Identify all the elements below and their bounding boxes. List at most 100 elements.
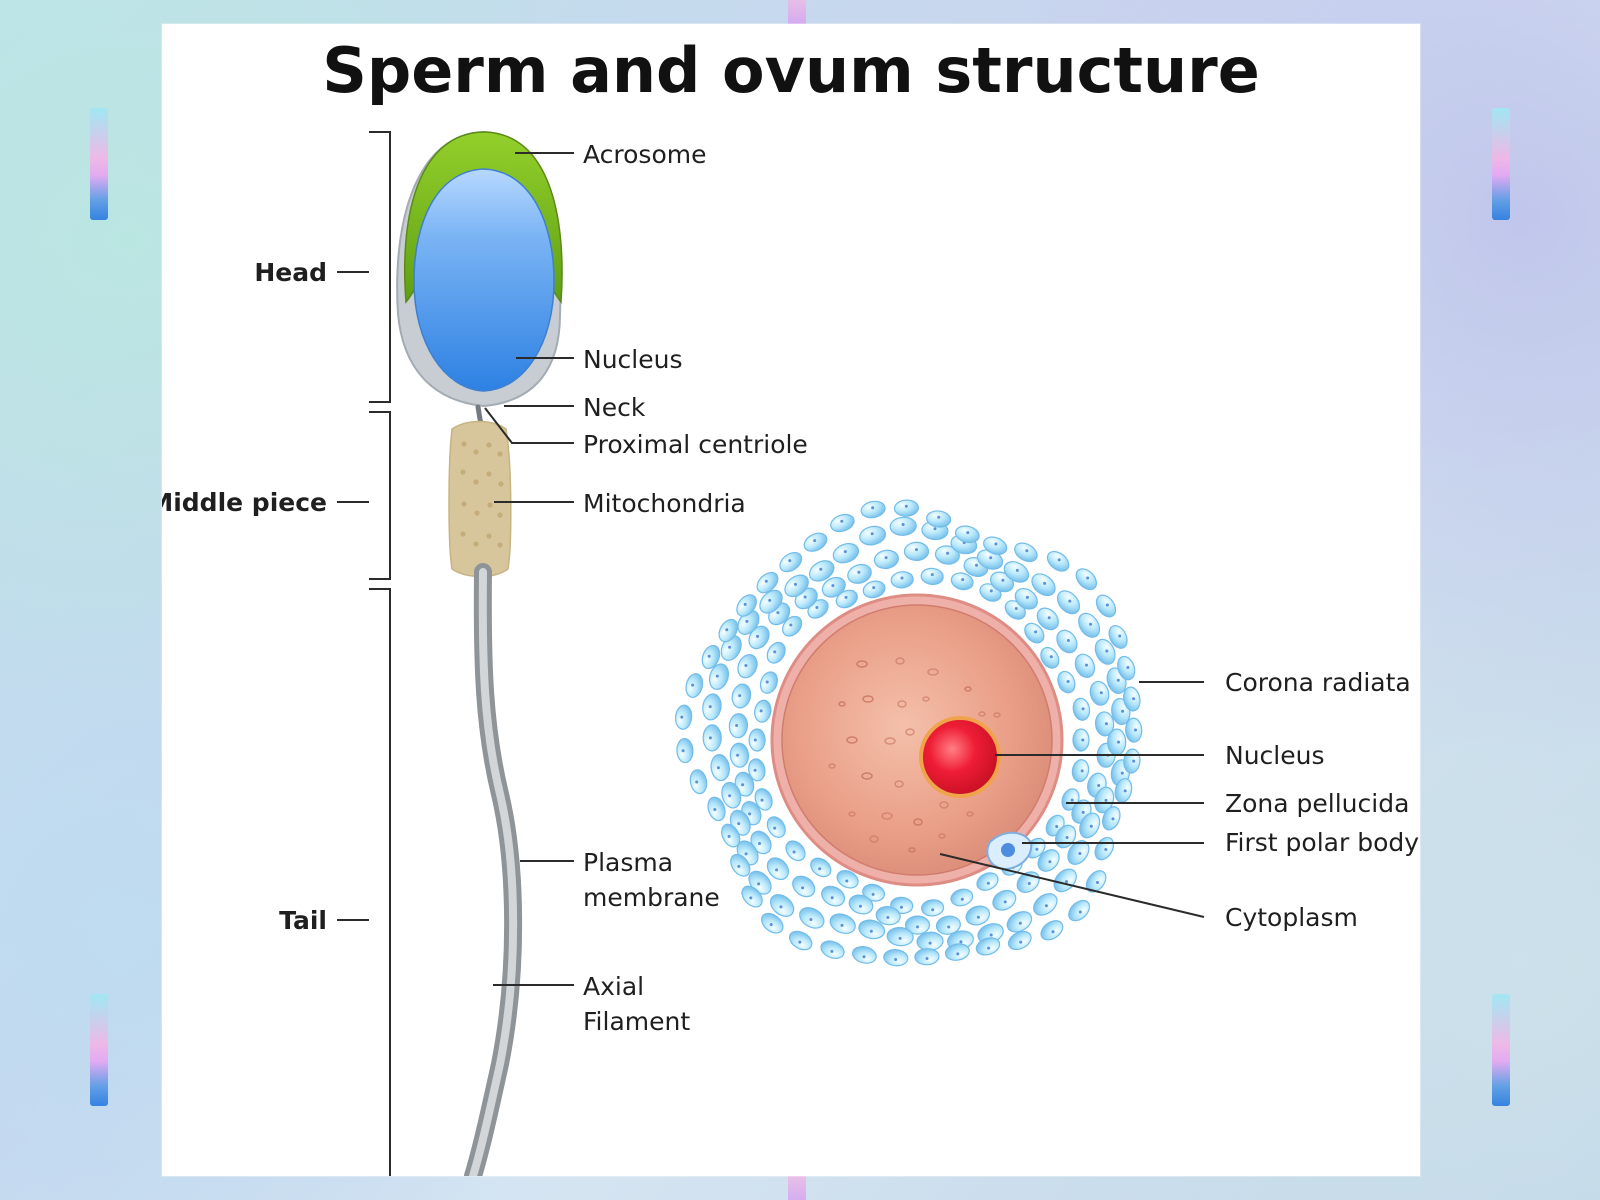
corona-cell-nucleus (915, 548, 918, 552)
corona-cell-nucleus (741, 783, 745, 787)
corona-cell (889, 516, 917, 536)
sperm-bracket-head (369, 131, 391, 403)
diagram-card: Sperm and ovum structure Head Middle pie… (162, 24, 1420, 1176)
corona-cell (728, 713, 749, 739)
corona-cell-nucleus (976, 915, 980, 919)
corona-cell-nucleus (947, 925, 951, 929)
corona-cell-nucleus (728, 645, 732, 649)
corona-cell-nucleus (843, 550, 847, 554)
corona-cell-nucleus (946, 551, 950, 555)
corona-cell (1046, 550, 1070, 572)
corona-cell (702, 724, 722, 752)
corona-cell-nucleus (803, 595, 807, 599)
cytoplasm-granule (964, 686, 972, 692)
sperm-middle-piece (448, 420, 512, 578)
corona-cell-nucleus (1117, 740, 1120, 744)
corona-cell (731, 683, 752, 709)
corona-cell (792, 875, 816, 898)
corona-cell (1085, 870, 1107, 893)
corona-cell-nucleus (994, 542, 998, 546)
corona-cell (1056, 590, 1081, 615)
corona-cell (766, 857, 789, 881)
corona-cell-nucleus (708, 705, 712, 709)
corona-cell-nucleus (727, 834, 731, 838)
corona-cell (721, 823, 741, 848)
corona-cell-nucleus (753, 768, 757, 772)
corona-cell-nucleus (764, 579, 768, 583)
corona-cell (784, 574, 809, 598)
corona-cell-nucleus (830, 896, 834, 900)
corona-cell-nucleus (680, 715, 684, 719)
corona-cell (803, 532, 828, 552)
corona-cell-nucleus (779, 905, 783, 909)
corona-cell-nucleus (760, 798, 764, 802)
corona-cell-nucleus (713, 808, 717, 811)
corona-cell (893, 499, 919, 517)
corona-cell (862, 580, 886, 599)
cytoplasm-granule (922, 696, 930, 702)
corona-cell (873, 549, 899, 570)
corona-cell (741, 885, 763, 908)
corona-cell-nucleus (844, 595, 848, 599)
corona-cell-nucleus (886, 916, 890, 919)
corona-cell-nucleus (884, 556, 888, 560)
corona-cell (821, 885, 846, 907)
corona-cell (1102, 806, 1121, 831)
corona-cell (707, 796, 726, 822)
axial-filament-label-line-1: Axial (583, 972, 644, 1001)
corona-cell (1068, 899, 1091, 922)
corona-cell (820, 940, 845, 959)
corona-cell-nucleus (989, 589, 993, 593)
corona-cell-nucleus (1018, 921, 1022, 925)
corona-cell (914, 948, 940, 966)
corona-cell (944, 943, 970, 961)
corona-cell (950, 572, 974, 591)
corona-cell (1037, 849, 1060, 872)
corona-cell (808, 560, 835, 582)
cytoplasm-granule (966, 811, 974, 817)
corona-cell-nucleus (840, 519, 844, 523)
corona-cell (1123, 686, 1141, 712)
corona-cell-nucleus (1055, 825, 1059, 828)
right-top-decoration (1492, 108, 1510, 220)
cytoplasm-granule (897, 700, 907, 708)
corona-cell-nucleus (1104, 848, 1108, 851)
corona-cell (1057, 670, 1076, 694)
corona-cell-nucleus (830, 949, 834, 953)
corona-cell-nucleus (1080, 769, 1084, 773)
corona-cell (976, 872, 999, 891)
corona-cell (1056, 629, 1078, 654)
corona-cell (1072, 728, 1090, 752)
corona-cell-nucleus (759, 709, 763, 713)
polar-body-nucleus-shape (1001, 843, 1015, 857)
cytoplasm-granules (828, 657, 1001, 853)
ovum-nucleus-label: Nucleus (1225, 741, 1325, 770)
corona-cell (1040, 920, 1064, 941)
sperm-tail-inner (469, 568, 518, 1176)
corona-cell (975, 937, 1001, 956)
corona-cell-nucleus (1121, 709, 1125, 713)
corona-cell-nucleus (1065, 836, 1069, 839)
corona-cell-nucleus (776, 611, 780, 615)
corona-cell-nucleus (933, 527, 937, 531)
corona-cell-nucleus (792, 850, 796, 854)
corona-cell-nucleus (840, 923, 844, 927)
corona-cell (761, 912, 784, 934)
corona-cell-nucleus (872, 586, 876, 590)
corona-cell-nucleus (966, 531, 970, 535)
corona-cell-nucleus (901, 523, 905, 526)
corona-cell-nucleus (1081, 707, 1085, 711)
corona-cell-nucleus (1120, 771, 1124, 775)
corona-cell-nucleus (1104, 722, 1108, 726)
corona-cell-nucleus (745, 619, 749, 623)
corona-cell-nucleus (989, 933, 993, 937)
corona-cell-nucleus (819, 567, 823, 571)
corona-cell (785, 840, 806, 862)
corona-cell-nucleus (1105, 603, 1109, 607)
corona-cell-nucleus (757, 882, 761, 886)
proximal-centriole-label: Proximal centriole (583, 430, 808, 459)
corona-cell-nucleus (818, 867, 822, 871)
corona-cell (851, 946, 877, 964)
corona-cell-nucleus (870, 532, 874, 536)
corona-cell (848, 894, 874, 915)
